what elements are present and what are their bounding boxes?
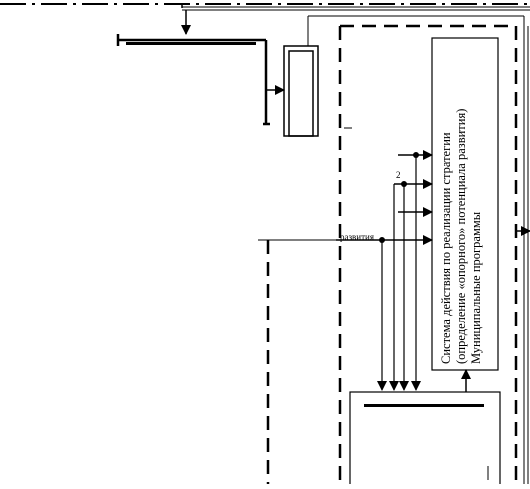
pillar-inner: [288, 50, 314, 137]
partial-label-left: развития: [340, 232, 375, 242]
strategy-line-3: Муниципальные программы: [469, 211, 483, 364]
bottom-block: [349, 391, 501, 489]
bottom-block-text-fragment: [364, 404, 484, 407]
left-block-title-fragment: [126, 42, 256, 45]
strategy-line-2: (определение «опорного» потенциала разви…: [454, 108, 468, 364]
left-block-frame: [116, 34, 270, 126]
strategy-block-text: Система действия по реализации стратегии…: [436, 38, 496, 368]
strategy-line-1: Система действия по реализации стратегии: [439, 132, 453, 364]
partial-label-mid: 2: [396, 170, 401, 180]
dashed-frame: [338, 24, 518, 484]
strategy-block: [431, 37, 499, 371]
